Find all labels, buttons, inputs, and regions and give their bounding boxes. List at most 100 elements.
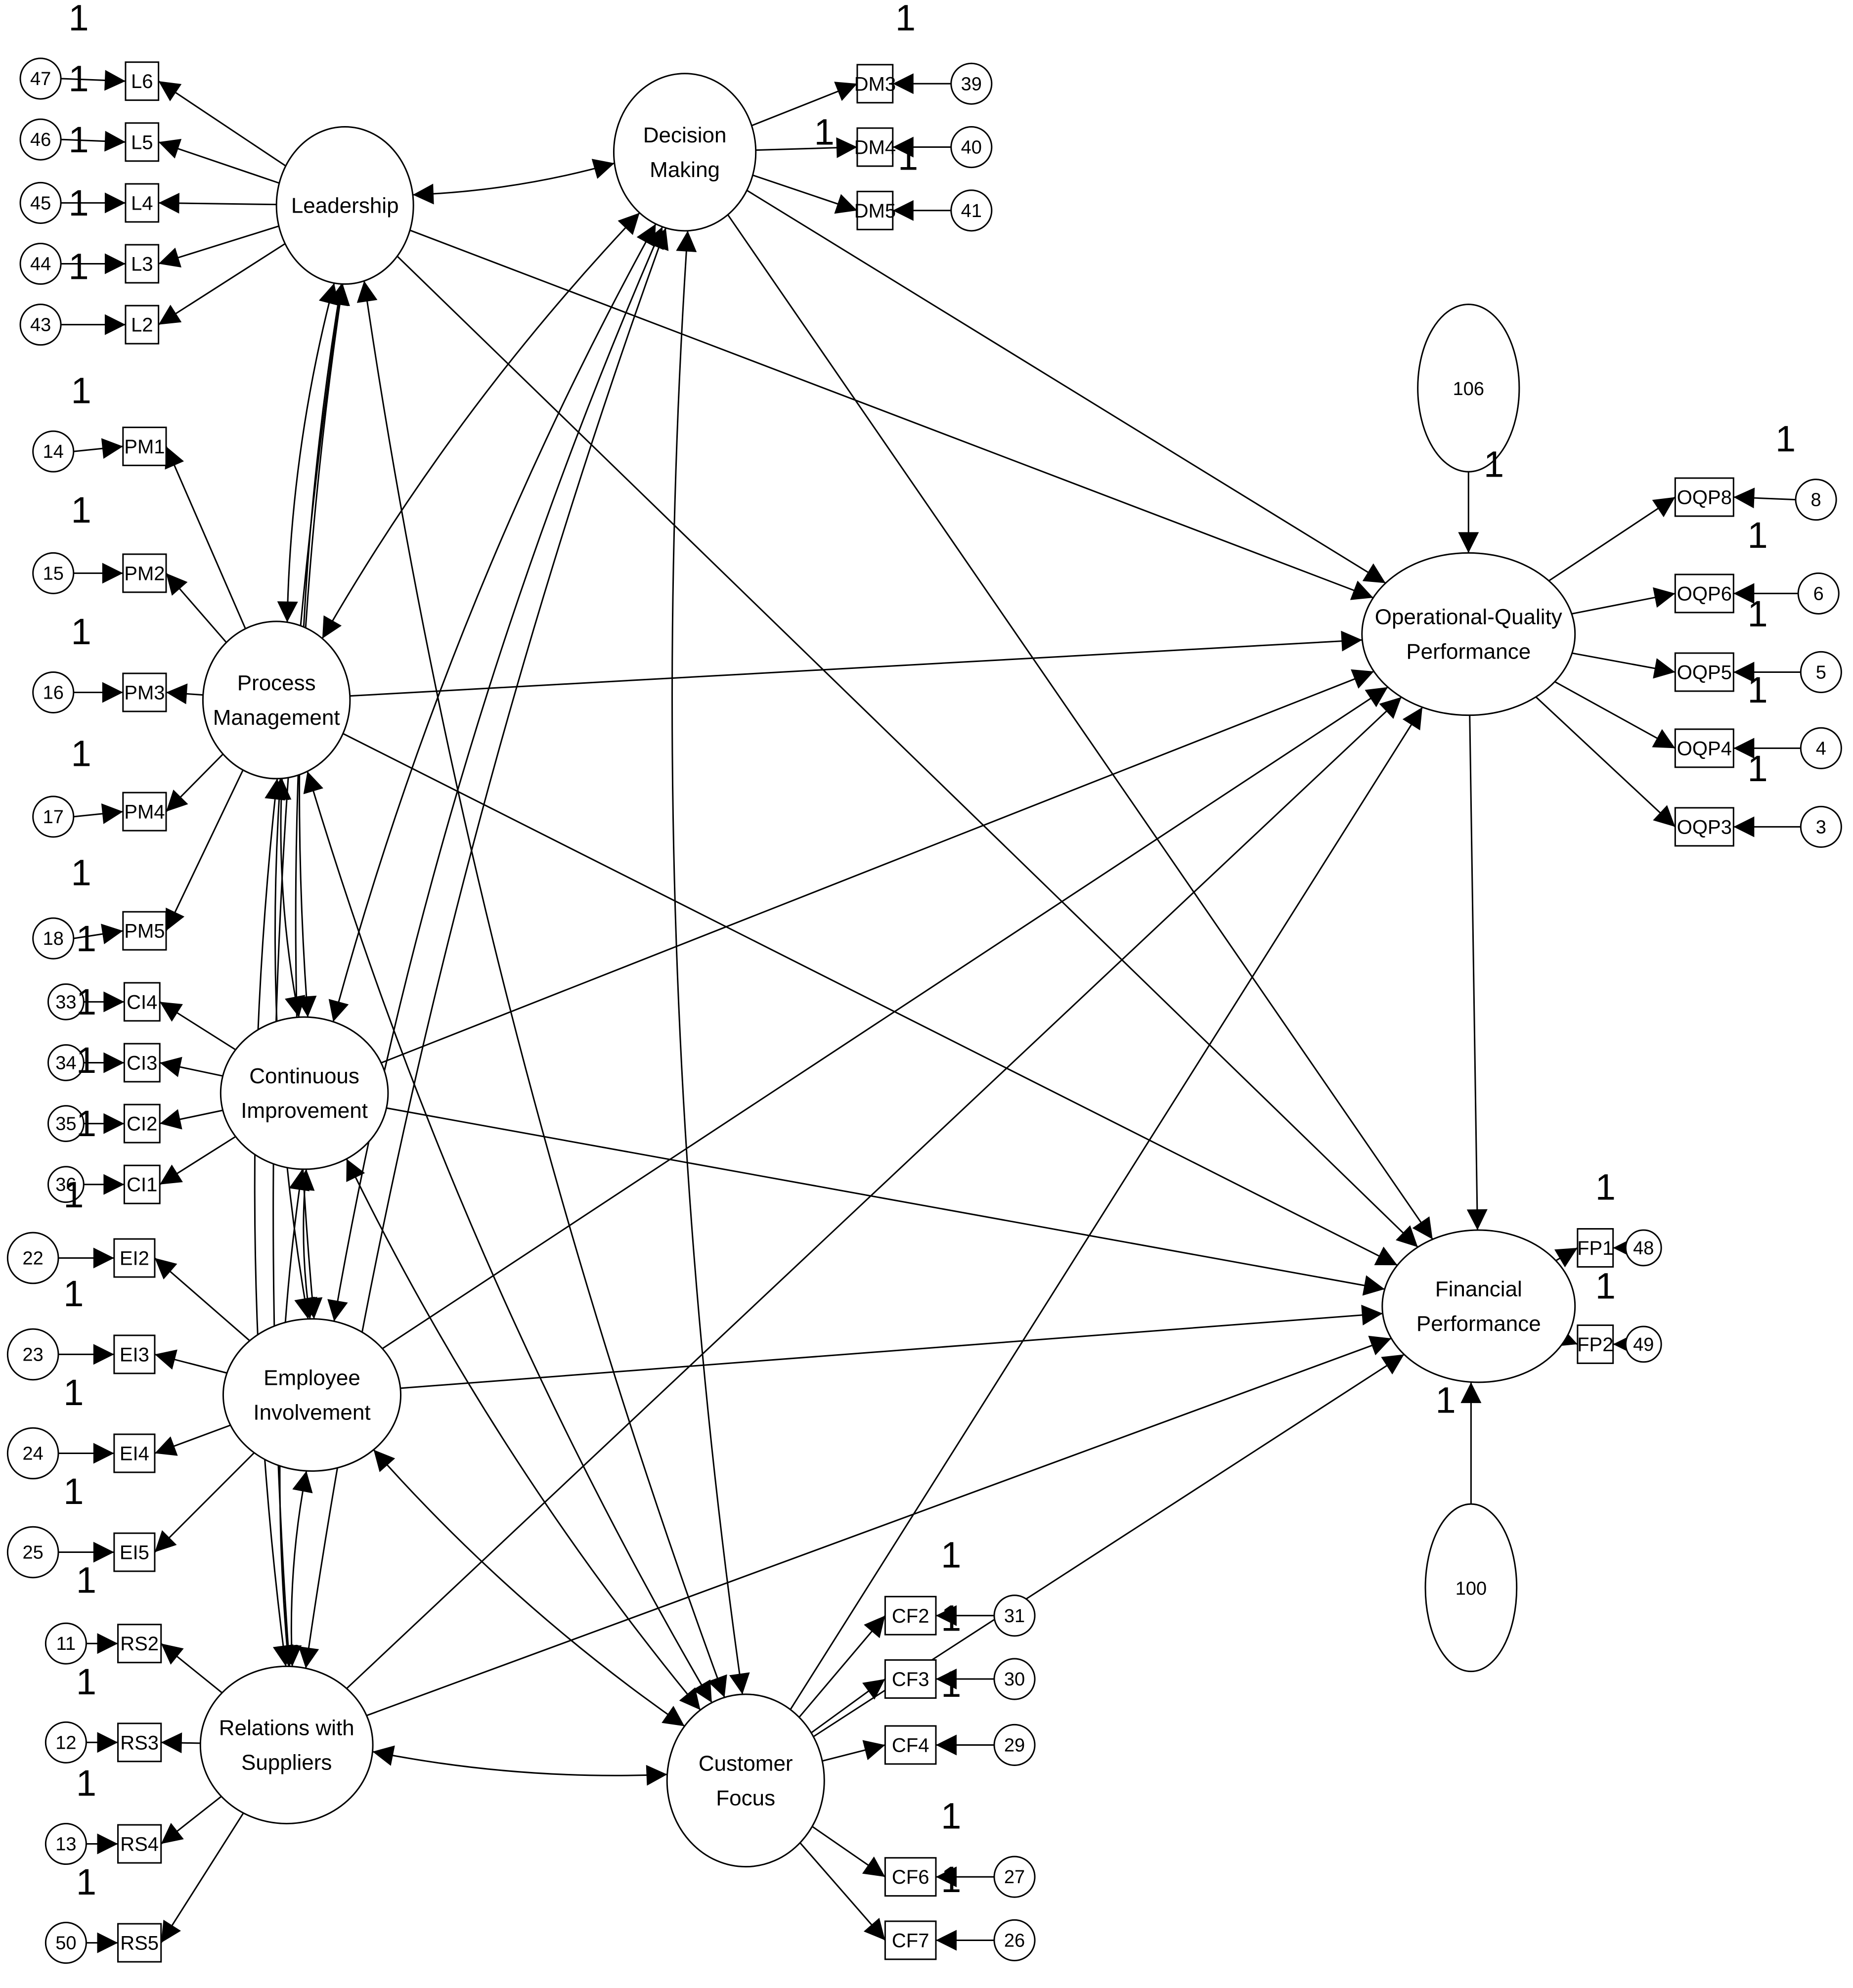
latent-financial-performance xyxy=(1381,1229,1576,1383)
regression-path xyxy=(727,214,1433,1240)
regression-path xyxy=(381,669,1374,1064)
error-term xyxy=(19,57,62,100)
fixed-loading-label: 1 xyxy=(814,111,835,152)
latent-relations-with-suppliers xyxy=(199,1665,374,1824)
indicator-box xyxy=(117,1923,162,1963)
error-term xyxy=(47,1105,85,1143)
latent-decision-making xyxy=(613,73,757,232)
loading-path xyxy=(165,446,246,629)
indicator-box xyxy=(125,244,160,284)
error-term xyxy=(19,242,62,285)
loading-path xyxy=(154,1349,227,1374)
fixed-loading-label: 1 xyxy=(71,489,91,530)
fixed-loading-label: 1 xyxy=(941,1796,961,1837)
loading-path xyxy=(165,769,244,931)
error-label: 17 xyxy=(43,807,64,828)
disturbance-fp xyxy=(1424,1503,1518,1673)
regression-path xyxy=(790,707,1423,1710)
indicator-label: L6 xyxy=(131,71,153,92)
loading-path xyxy=(158,80,286,167)
indicator-label: CI2 xyxy=(127,1113,157,1135)
loading-path xyxy=(822,1740,885,1762)
indicator-box xyxy=(125,122,160,162)
loading-path xyxy=(154,1257,251,1341)
fixed-loading-label: 1 xyxy=(1748,669,1768,710)
latent-employee-involvement xyxy=(222,1318,402,1472)
error-term xyxy=(993,1919,1036,1961)
latent-leadership xyxy=(275,126,414,285)
regression-path xyxy=(746,189,1386,584)
regression-path xyxy=(346,696,1402,1689)
loading-path xyxy=(165,573,227,643)
error-label: 31 xyxy=(1004,1606,1025,1627)
indicator-box xyxy=(125,305,160,345)
error-label: 39 xyxy=(961,74,982,94)
latent-operational-quality-performance xyxy=(1361,552,1576,716)
fixed-loading-label: 1 xyxy=(71,611,91,652)
covariance-path xyxy=(412,159,615,205)
error-label: 30 xyxy=(1004,1669,1025,1690)
regression-path xyxy=(397,256,1418,1248)
indicator-label: PM1 xyxy=(124,436,165,458)
error-term xyxy=(6,1328,59,1381)
indicator-label: OQP5 xyxy=(1677,662,1732,683)
indicator-box xyxy=(125,183,160,223)
error-term xyxy=(44,1822,87,1865)
disturbance-opq xyxy=(1417,304,1520,473)
latent-label: Operational-Quality xyxy=(1375,605,1562,629)
error-label: 41 xyxy=(961,201,982,221)
loading-path xyxy=(160,1796,222,1845)
covariance-path xyxy=(356,280,727,1698)
error-term xyxy=(47,1044,85,1081)
loading-path xyxy=(1548,496,1676,582)
error-label: 18 xyxy=(43,928,64,949)
indicator-box xyxy=(884,1595,937,1635)
indicator-label: CI3 xyxy=(127,1052,157,1074)
fixed-loading-label: 1 xyxy=(71,370,91,411)
fixed-loading-label: 1 xyxy=(1748,593,1768,634)
error-label: 27 xyxy=(1004,1867,1025,1888)
indicator-label: RS4 xyxy=(120,1834,159,1855)
paths-layer xyxy=(58,70,1801,1953)
indicator-box xyxy=(113,1238,156,1278)
error-label: 26 xyxy=(1004,1930,1025,1951)
error-label: 23 xyxy=(23,1344,44,1365)
error-label: 25 xyxy=(23,1543,44,1563)
fixed-loading-label: 1 xyxy=(1748,748,1768,789)
fixed-loading-label: 1 xyxy=(63,1471,84,1512)
regression-path xyxy=(343,733,1398,1266)
indicator-box xyxy=(1674,652,1734,692)
latent-label: Performance xyxy=(1406,640,1531,664)
loading-path xyxy=(159,1001,236,1051)
fixed-loading-label: 1 xyxy=(68,0,88,39)
indicator-label: L2 xyxy=(131,314,153,336)
error-label: 15 xyxy=(43,563,64,584)
regression-path xyxy=(400,1304,1383,1389)
error-label: 46 xyxy=(30,130,51,150)
indicator-box xyxy=(1577,1228,1614,1268)
latent-continuous-improvement xyxy=(220,1016,389,1170)
loading-path xyxy=(166,683,203,705)
latent-label: Focus xyxy=(716,1786,775,1810)
indicator-label: EI4 xyxy=(120,1443,149,1464)
error-term xyxy=(6,1526,59,1579)
error-label: 44 xyxy=(30,254,51,275)
latent-label: Suppliers xyxy=(241,1750,332,1774)
fixed-loading-label: 1 xyxy=(895,0,916,39)
indicator-box xyxy=(113,1532,156,1572)
indicator-label: EI5 xyxy=(120,1542,149,1564)
fixed-loading-label: 1 xyxy=(941,1664,961,1705)
error-label: 33 xyxy=(55,992,76,1013)
error-term xyxy=(993,1658,1036,1700)
indicator-label: RS5 xyxy=(120,1933,159,1954)
error-term xyxy=(950,126,993,169)
loading-path xyxy=(160,1643,223,1694)
loading-path xyxy=(755,137,857,158)
loading-path xyxy=(751,82,858,127)
indicator-label: CI4 xyxy=(127,991,157,1013)
error-term xyxy=(44,1721,87,1764)
indicator-box xyxy=(1674,574,1734,614)
error-term xyxy=(993,1723,1036,1766)
